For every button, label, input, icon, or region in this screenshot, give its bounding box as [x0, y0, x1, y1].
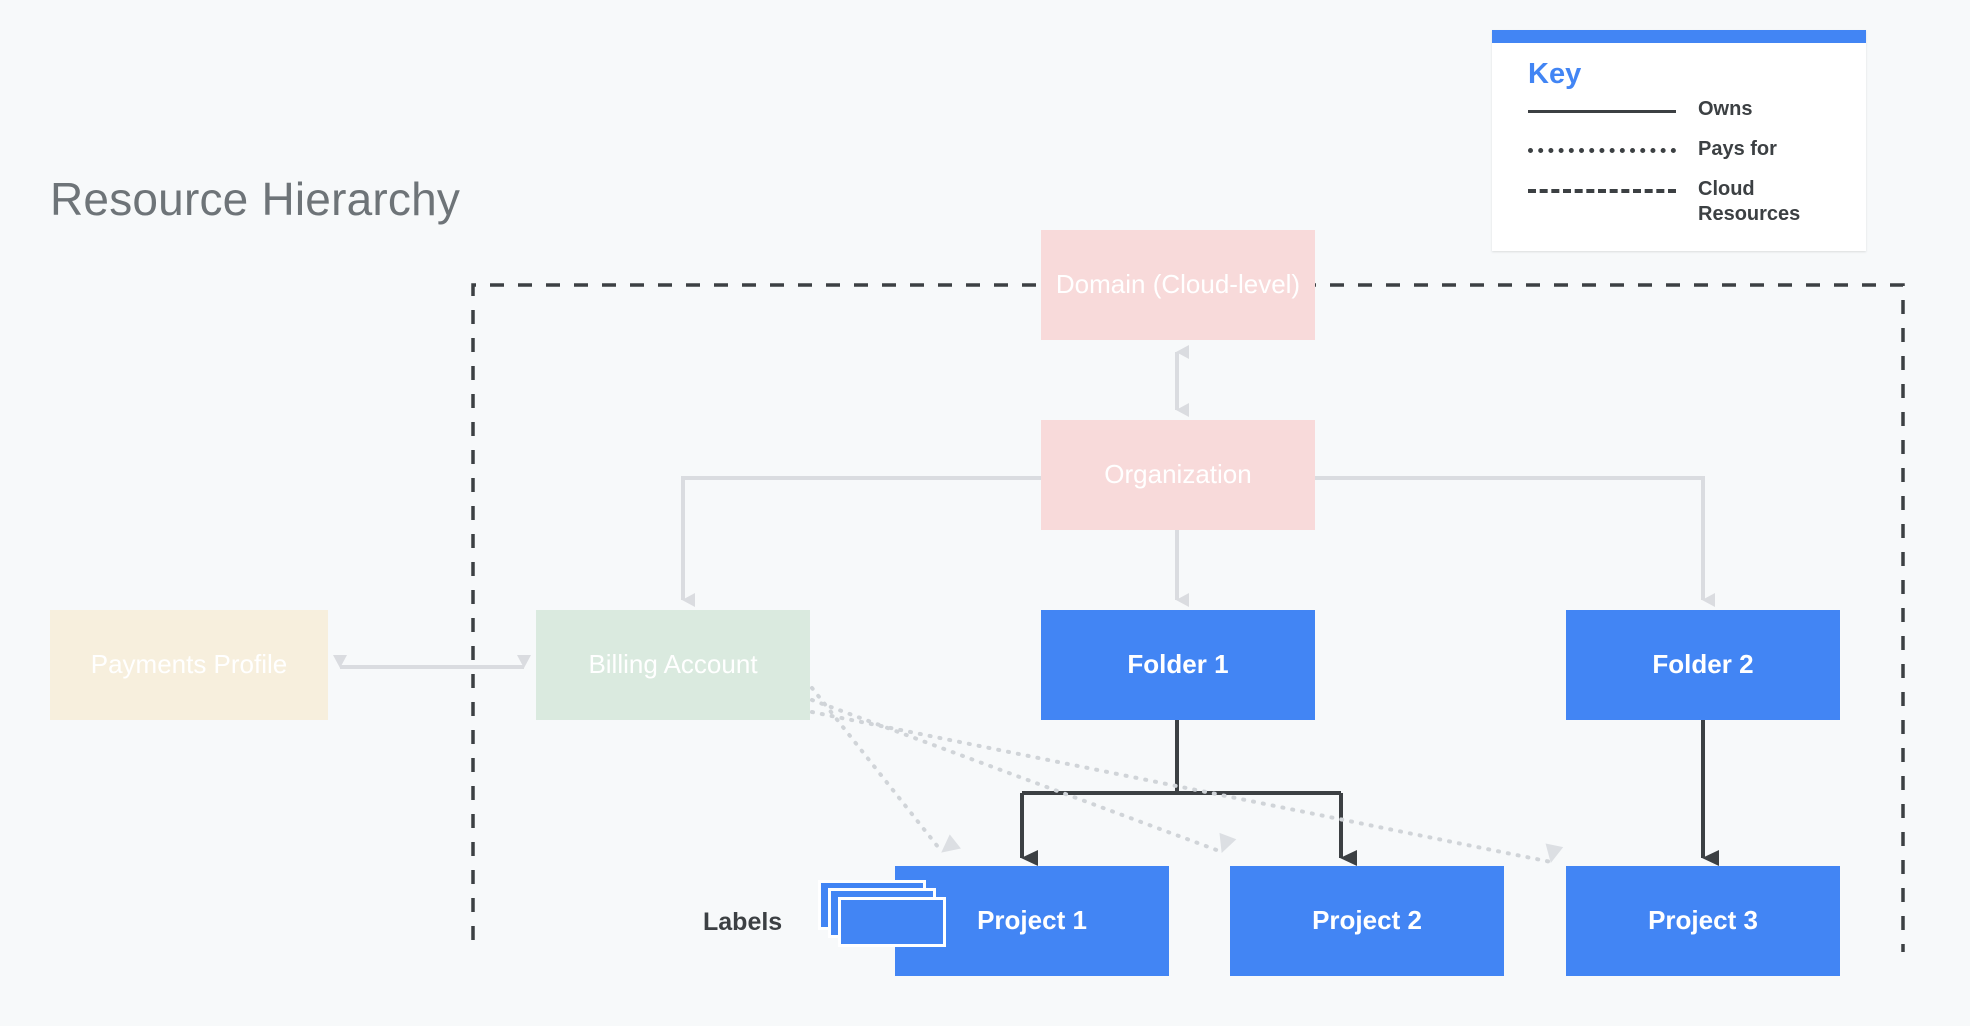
node-folder-1-label: Folder 1	[1127, 649, 1229, 680]
legend-dotted-line-icon	[1528, 141, 1676, 161]
node-folder-2[interactable]: Folder 2	[1566, 610, 1840, 720]
stacked-card-front	[838, 897, 946, 947]
node-project-1-label: Project 1	[977, 905, 1087, 936]
legend-solid-line-icon	[1528, 101, 1676, 121]
edge-billing-project2	[810, 698, 1237, 854]
labels-annotation-text: Labels	[703, 908, 783, 936]
legend-item-owns: Owns	[1528, 97, 1840, 131]
edge-organization-folder2	[1315, 476, 1715, 607]
page-title: Resource Hierarchy	[50, 173, 461, 225]
node-payments-profile-label: Payments Profile	[90, 649, 288, 680]
legend-card: Key Owns Pays for Cloud Resources	[1492, 30, 1866, 251]
legend-item-cloud-resources: Cloud Resources	[1528, 177, 1840, 227]
legend-accent-bar	[1492, 30, 1866, 43]
legend-item-cloud-resources-label: Cloud Resources	[1698, 177, 1801, 225]
edge-billing-project3	[810, 710, 1564, 864]
legend-body: Key Owns Pays for Cloud Resources	[1492, 43, 1866, 251]
node-organization-label: Organization	[1104, 459, 1252, 490]
node-project-3[interactable]: Project 3	[1566, 866, 1840, 976]
edge-organization-billing	[681, 476, 1041, 607]
legend-item-owns-label: Owns	[1698, 97, 1753, 120]
node-domain-label: Domain (Cloud-level)	[1055, 269, 1301, 300]
node-payments-profile[interactable]: Payments Profile	[50, 610, 328, 720]
node-domain[interactable]: Domain (Cloud-level)	[1041, 230, 1315, 340]
edge-folder1-branch	[1020, 718, 1343, 852]
node-project-3-label: Project 3	[1648, 905, 1758, 936]
node-folder-2-label: Folder 2	[1652, 649, 1754, 680]
node-project-2[interactable]: Project 2	[1230, 866, 1504, 976]
node-organization[interactable]: Organization	[1041, 420, 1315, 530]
stacked-cards-icon	[818, 880, 950, 952]
legend-dashed-line-icon	[1528, 181, 1676, 201]
node-billing-account[interactable]: Billing Account	[536, 610, 810, 720]
legend-heading: Key	[1528, 58, 1582, 90]
edge-billing-project1	[810, 686, 961, 854]
legend-item-pays-for: Pays for	[1528, 137, 1840, 171]
node-billing-account-label: Billing Account	[588, 649, 758, 680]
node-folder-1[interactable]: Folder 1	[1041, 610, 1315, 720]
node-project-2-label: Project 2	[1312, 905, 1422, 936]
legend-item-pays-for-label: Pays for	[1698, 137, 1777, 160]
